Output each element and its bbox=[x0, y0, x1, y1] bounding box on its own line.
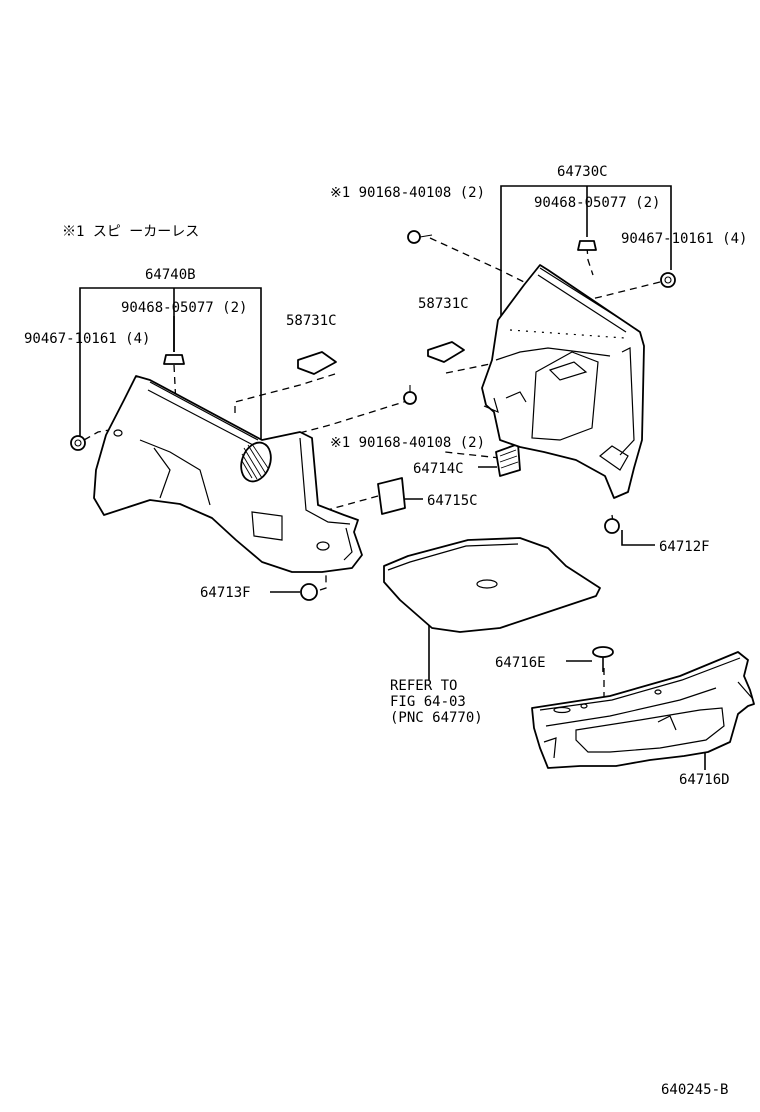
grommet-icon bbox=[300, 583, 318, 601]
note-speakerless: ※1 スピ ーカーレス bbox=[62, 224, 199, 240]
cover-64714C bbox=[495, 443, 521, 477]
speaker-grille-hatch bbox=[241, 443, 269, 480]
label-64712F: 64712F bbox=[659, 539, 710, 555]
label-64716D: 64716D bbox=[679, 772, 730, 788]
label-64716E: 64716E bbox=[495, 655, 546, 671]
label-58731C-left: 58731C bbox=[286, 313, 337, 329]
fastener-clips bbox=[70, 230, 676, 672]
push-clip-icon bbox=[70, 435, 86, 451]
clip-icon bbox=[577, 240, 597, 251]
label-90168-mid: ※1 90168-40108 (2) bbox=[330, 435, 485, 451]
grommet-icon bbox=[604, 518, 620, 534]
screw-icon bbox=[407, 230, 433, 244]
cover-64715C bbox=[377, 477, 406, 515]
label-64740B: 64740B bbox=[145, 267, 196, 283]
screw-icon bbox=[403, 385, 417, 405]
label-64713F: 64713F bbox=[200, 585, 251, 601]
label-90467-right: 90467-10161 (4) bbox=[621, 231, 747, 247]
side-trim-64730C bbox=[481, 264, 645, 499]
rear-panel-64716D bbox=[531, 651, 755, 769]
label-refer-to: REFER TO bbox=[390, 678, 457, 694]
label-refer-pnc: (PNC 64770) bbox=[390, 710, 483, 726]
label-refer-fig: FIG 64-03 bbox=[390, 694, 466, 710]
cover-58731C-left bbox=[297, 351, 337, 375]
label-90468-right: 90468-05077 (2) bbox=[534, 195, 660, 211]
push-clip-icon bbox=[660, 272, 676, 288]
label-90467-left: 90467-10161 (4) bbox=[24, 331, 150, 347]
cover-58731C-right bbox=[427, 341, 465, 363]
label-58731C-right: 58731C bbox=[418, 296, 469, 312]
diagram-code: 640245-B bbox=[661, 1082, 728, 1098]
label-64715C: 64715C bbox=[427, 493, 478, 509]
label-90168-top: ※1 90168-40108 (2) bbox=[330, 185, 485, 201]
side-trim-64740B bbox=[93, 375, 363, 573]
floor-mat bbox=[383, 537, 601, 633]
pin-icon bbox=[592, 646, 614, 672]
label-90468-left: 90468-05077 (2) bbox=[121, 300, 247, 316]
label-64714C: 64714C bbox=[413, 461, 464, 477]
clip-icon bbox=[163, 354, 185, 365]
label-64730C: 64730C bbox=[557, 164, 608, 180]
